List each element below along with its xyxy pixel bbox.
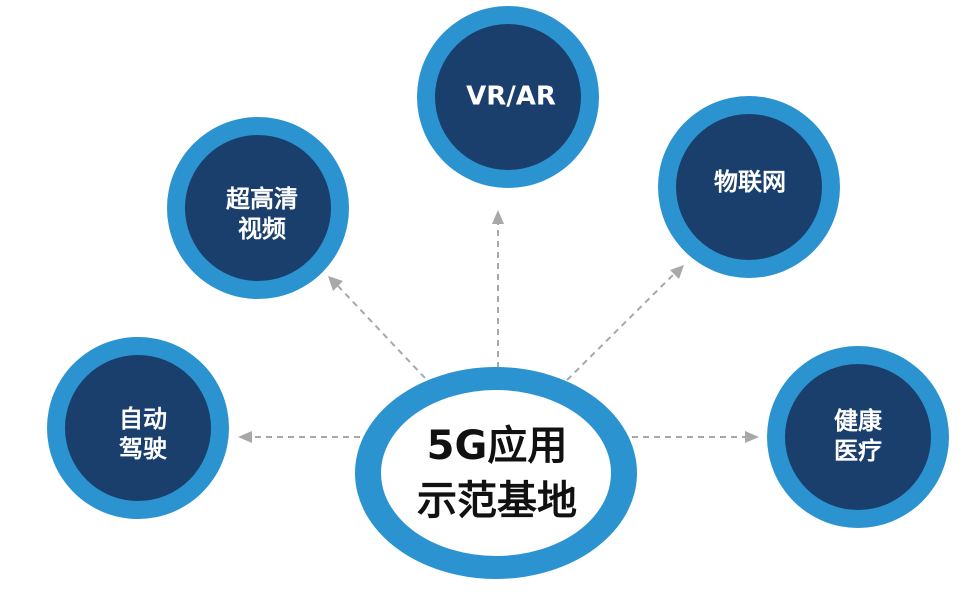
center-hub-label-line1: 5G应用 [427,423,568,469]
connectors [238,210,759,443]
arrowhead-healthcare [745,431,759,443]
node-iot-core [676,114,822,260]
node-iot-label: 物联网 [714,168,786,196]
node-vr-ar-core [435,24,581,170]
node-healthcare-core [785,364,931,510]
node-vr-ar: VR/AR [417,6,599,188]
center-hub-label-line2: 示范基地 [417,478,577,524]
node-uhd-video-label-line1: 超高清 [226,185,298,213]
node-iot: 物联网 [658,96,840,278]
node-autonomous-driving-label-line2: 驾驶 [119,435,167,463]
connector-iot [566,273,675,381]
node-autonomous-driving: 自动 驾驶 [47,337,229,519]
node-autonomous-driving-label-line1: 自动 [119,405,167,433]
node-healthcare: 健康 医疗 [767,346,949,528]
node-uhd-video: 超高清 视频 [167,117,349,299]
arrowhead-iot [670,265,684,279]
arrowhead-vr-ar [492,210,504,224]
node-uhd-video-label-line2: 视频 [238,215,286,243]
node-autonomous-driving-core [65,355,211,501]
center-hub-core [381,390,611,556]
node-healthcare-label-line1: 健康 [834,407,883,435]
center-hub: 5G应用 示范基地 [355,367,637,579]
node-healthcare-label-line2: 医疗 [834,437,882,465]
arrowhead-autonomous-driving [238,431,252,443]
connector-uhd-video [337,285,426,379]
node-uhd-video-core [185,135,331,281]
arrowhead-uhd-video [328,276,343,291]
node-vr-ar-label: VR/AR [466,82,556,112]
